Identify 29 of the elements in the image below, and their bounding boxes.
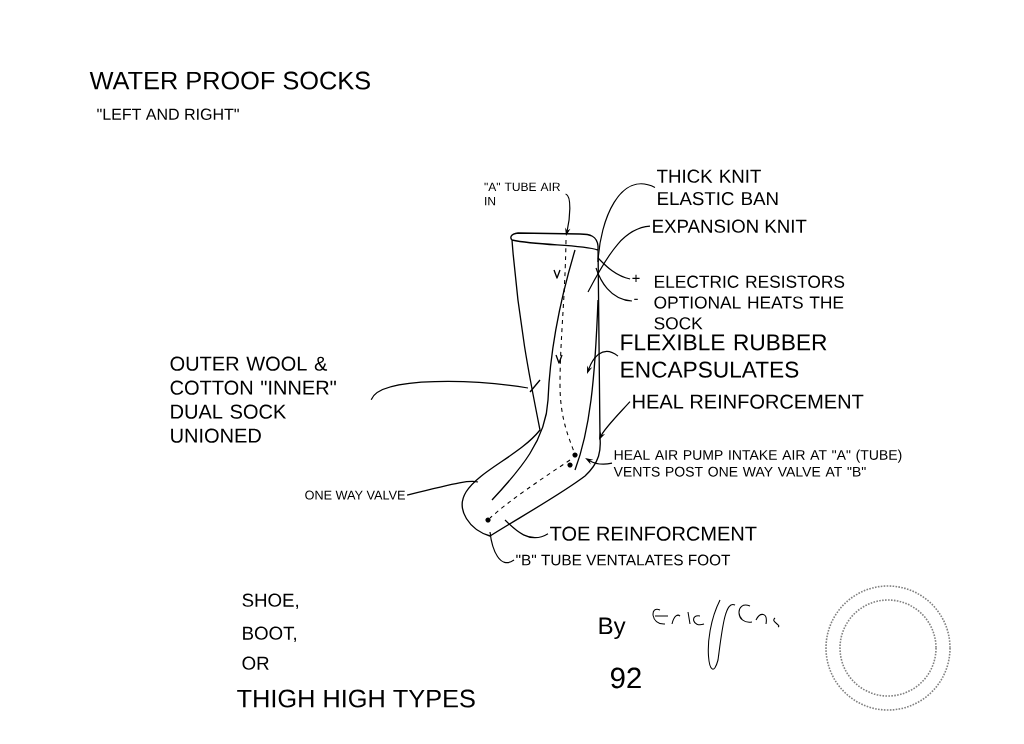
wire	[597, 257, 631, 280]
label-text: OR	[242, 656, 269, 670]
callout-text: "B" TUBE VENTALATES FOOT	[516, 554, 731, 566]
leader-line	[587, 225, 651, 293]
callout-text: THICK KNIT ELASTIC BAN	[657, 169, 778, 206]
callout-text: ELECTRIC RESISTORS OPTIONAL HEATS THE SOCK	[654, 275, 845, 330]
label-text: BOOT,	[243, 626, 296, 643]
callout-text: "A" TUBE AIR IN	[484, 182, 560, 206]
label-text: THIGH HIGH TYPES	[237, 689, 475, 708]
callout-text: HEAL REINFORCEMENT	[633, 394, 864, 409]
label-text: SHOE,	[242, 593, 298, 610]
label-text: "LEFT AND RIGHT"	[97, 108, 239, 120]
wire	[595, 267, 633, 302]
leader-line	[406, 480, 479, 496]
callout-text: HEAL AIR PUMP INTAKE AIR AT "A" (TUBE) VENTS POST ONE WAY VALVE AT "B"	[613, 449, 902, 477]
label-text: By	[599, 617, 626, 640]
leader-line	[489, 531, 515, 564]
sign-symbol: -	[634, 298, 638, 300]
callout-text: EXPANSION KNIT	[653, 219, 807, 233]
leader-line	[597, 183, 656, 263]
leader-line	[504, 519, 549, 539]
callout-text: FLEXIBLE RUBBER ENCAPSULATES	[621, 334, 827, 378]
leader-line	[370, 380, 529, 401]
callout-text: TOE REINFORCMENT	[550, 526, 757, 541]
callout-text: ONE WAY VALVE	[305, 490, 405, 500]
callout-text: OUTER WOOL & COTTON "INNER" DUAL SOCK UNIONED	[170, 356, 336, 443]
title: WATER PROOF SOCKS	[89, 71, 370, 90]
label-text: 92	[611, 667, 641, 689]
sign-symbol: +	[632, 274, 640, 282]
